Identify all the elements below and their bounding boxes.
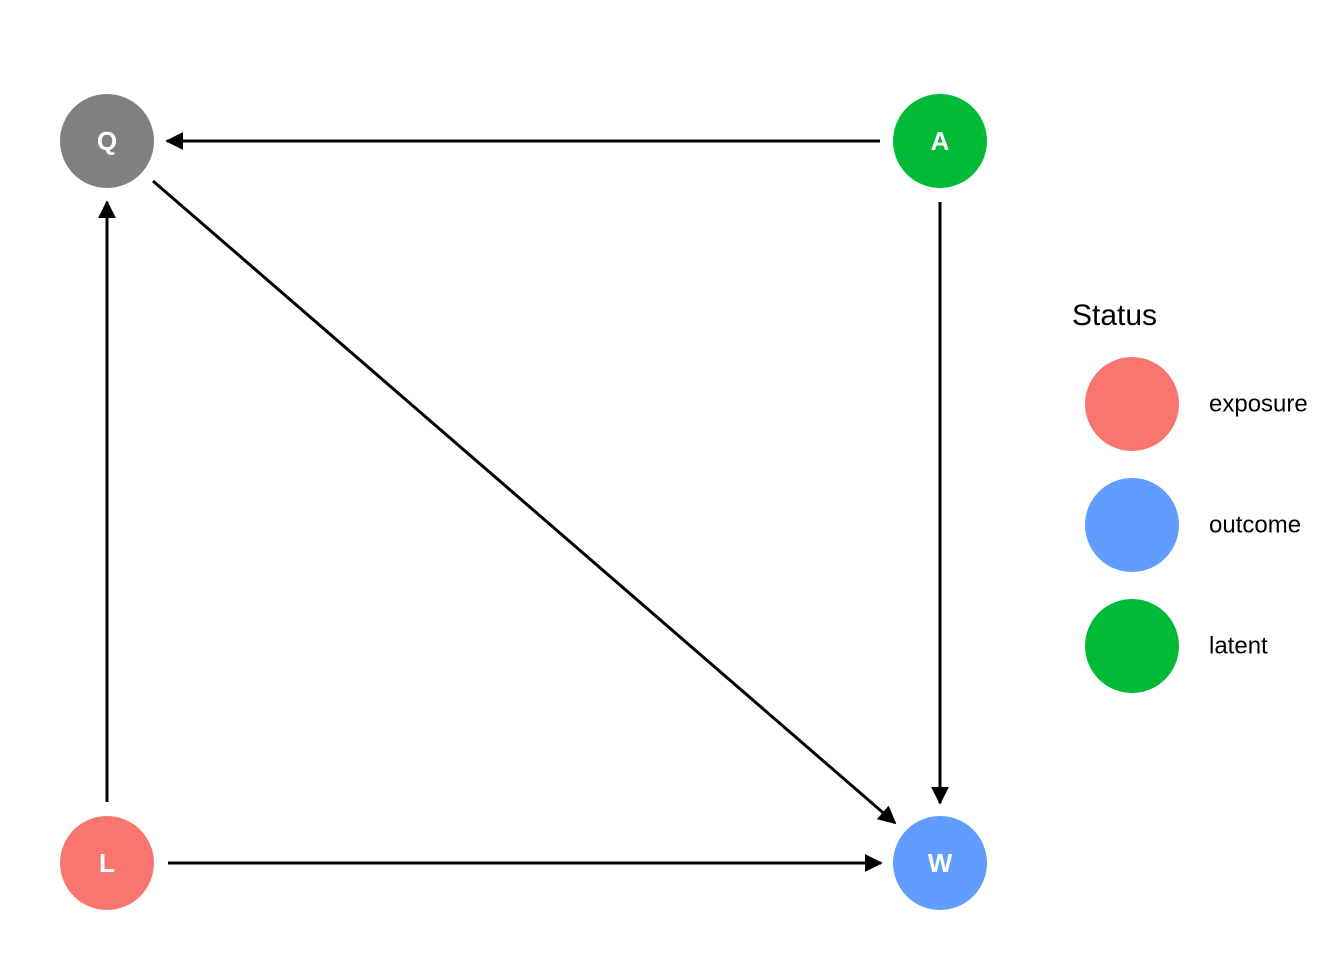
- node-l-label: L: [99, 848, 115, 878]
- legend-swatch-outcome: [1085, 478, 1179, 572]
- node-w-label: W: [928, 848, 953, 878]
- edges: [98, 132, 949, 872]
- node-a-label: A: [931, 126, 950, 156]
- node-q-label: Q: [97, 126, 117, 156]
- edge-q-to-w: [152, 179, 897, 825]
- node-l: L: [60, 816, 154, 910]
- legend-swatch-latent: [1085, 599, 1179, 693]
- node-l-circle: [60, 816, 154, 910]
- legend-label-outcome: outcome: [1209, 512, 1301, 539]
- node-q: Q: [60, 94, 154, 188]
- node-a-circle: [893, 94, 987, 188]
- legend-item-exposure: exposure: [1085, 357, 1308, 451]
- node-w: W: [893, 816, 987, 910]
- legend-label-exposure: exposure: [1209, 391, 1308, 418]
- node-w-circle: [893, 816, 987, 910]
- node-q-circle: [60, 94, 154, 188]
- legend-label-latent: latent: [1209, 633, 1268, 660]
- legend: Status exposure outcome latent: [1072, 299, 1308, 693]
- legend-title: Status: [1072, 299, 1157, 332]
- legend-item-latent: latent: [1085, 599, 1268, 693]
- legend-swatch-exposure: [1085, 357, 1179, 451]
- legend-item-outcome: outcome: [1085, 478, 1301, 572]
- node-a: A: [893, 94, 987, 188]
